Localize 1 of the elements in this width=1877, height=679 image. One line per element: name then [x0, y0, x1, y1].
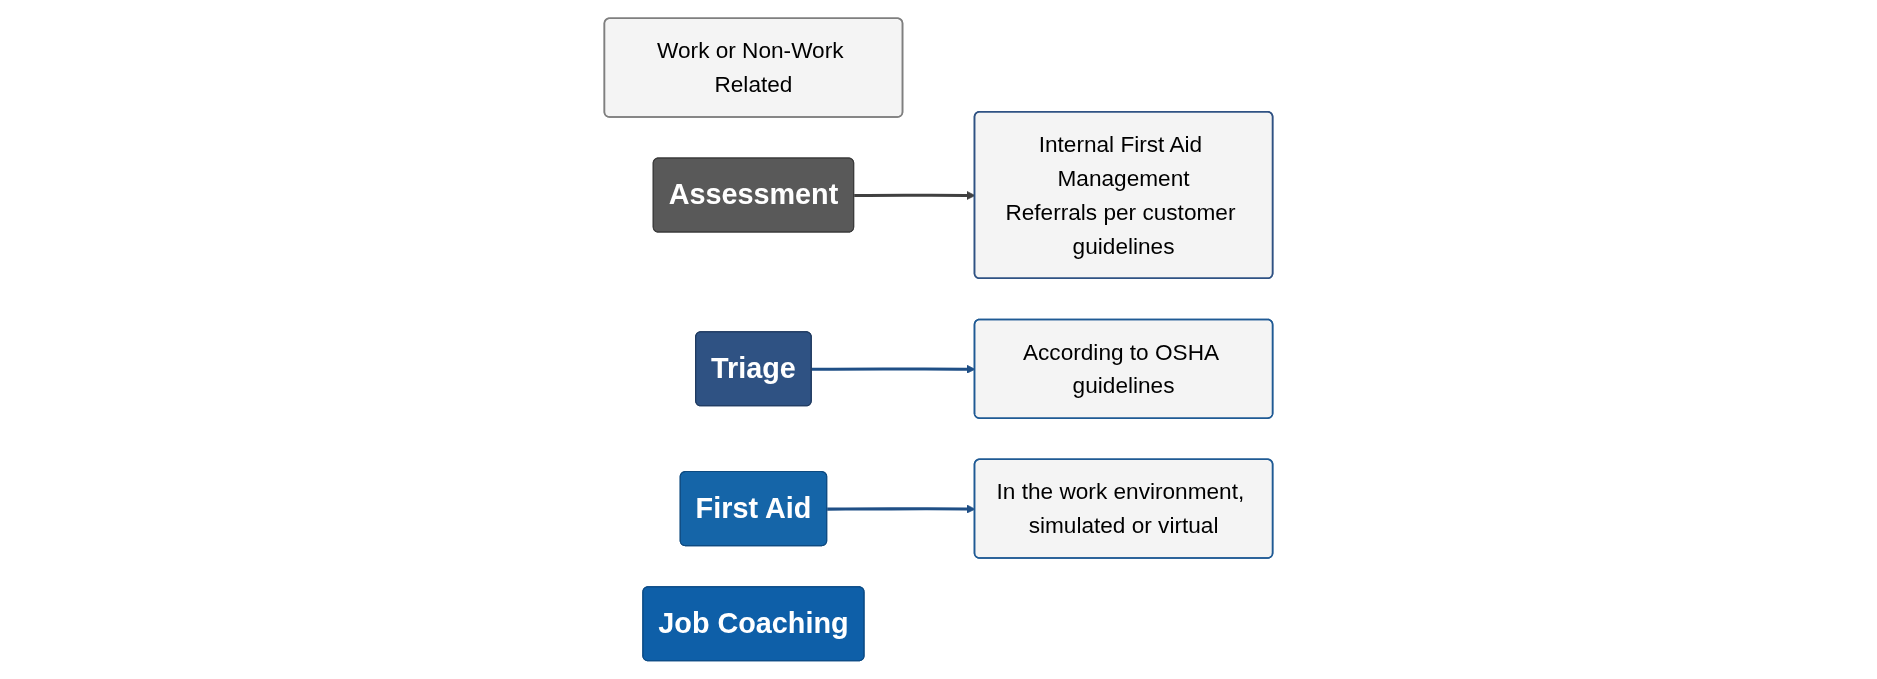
flowchart: Work or Non-Work Related Assessment Triage Internal First Aid Management Referrals per customer guidelines According to OSHA guidelines First Aid Job Coaching In the work environment, simulated or virtual	[10, 10, 1867, 669]
